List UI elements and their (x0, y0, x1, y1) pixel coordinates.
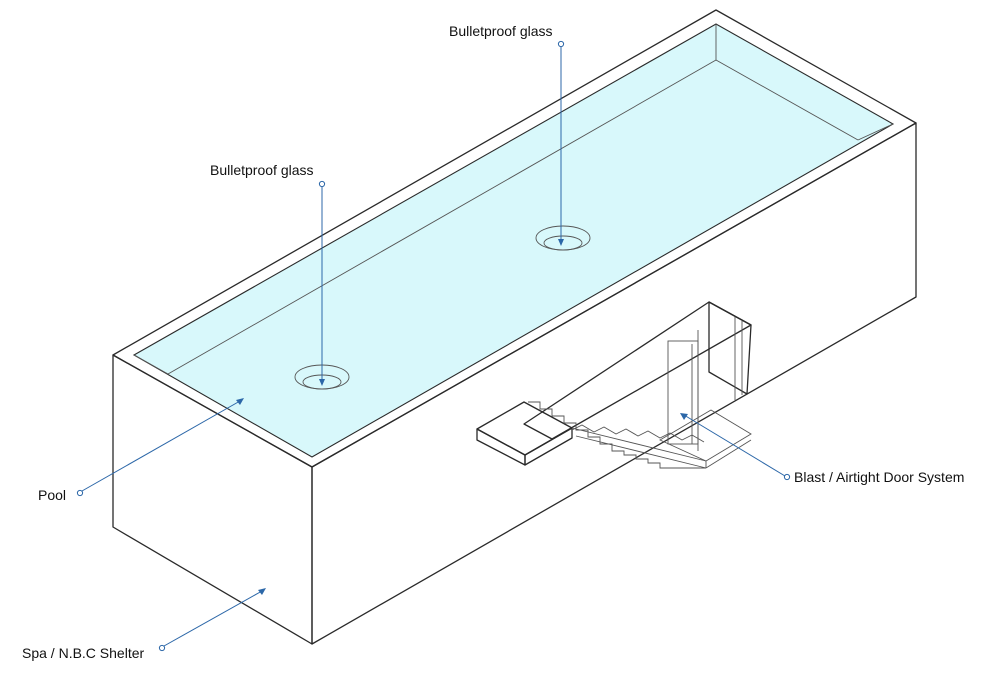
box-top-rim (112, 9, 917, 468)
glass-window-top (535, 225, 591, 251)
leader-glass-top (557, 40, 565, 246)
pool-water-group (132, 23, 895, 458)
bottom-landing (659, 409, 752, 462)
label-glass-mid: Bulletproof glass (210, 162, 314, 178)
label-glass-top: Bulletproof glass (449, 23, 553, 39)
label-pool: Pool (38, 487, 66, 503)
pool-inner-corner-left (133, 354, 169, 375)
entrance-wall (708, 301, 752, 395)
pool-inner-corner-right (857, 123, 894, 141)
leader-shelter (158, 588, 266, 652)
shelter-box (112, 9, 917, 645)
label-door: Blast / Airtight Door System (794, 469, 964, 485)
label-shelter: Spa / N.B.C Shelter (22, 645, 145, 661)
stair-entrance (476, 301, 752, 469)
entrance-wall-front (523, 301, 752, 440)
leader-pool (76, 398, 244, 497)
leader-door (680, 413, 791, 481)
door-frame (667, 340, 699, 445)
pool-water (132, 23, 895, 458)
leader-glass-mid (318, 180, 326, 386)
stair-steps (528, 401, 752, 469)
